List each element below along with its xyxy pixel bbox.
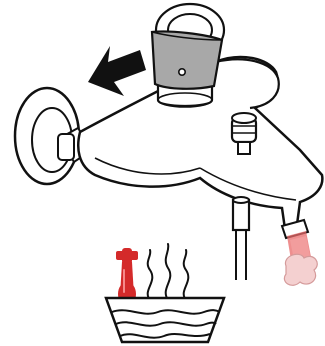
lever-handle <box>150 30 224 108</box>
left-arrow-icon <box>88 46 146 96</box>
faucet-body <box>77 55 324 238</box>
shower-outlet-pipe <box>231 196 251 280</box>
diverter-knob <box>230 112 258 155</box>
steam-icon <box>146 243 190 301</box>
hot-water-stream <box>283 231 318 286</box>
basin-icon <box>104 296 226 344</box>
